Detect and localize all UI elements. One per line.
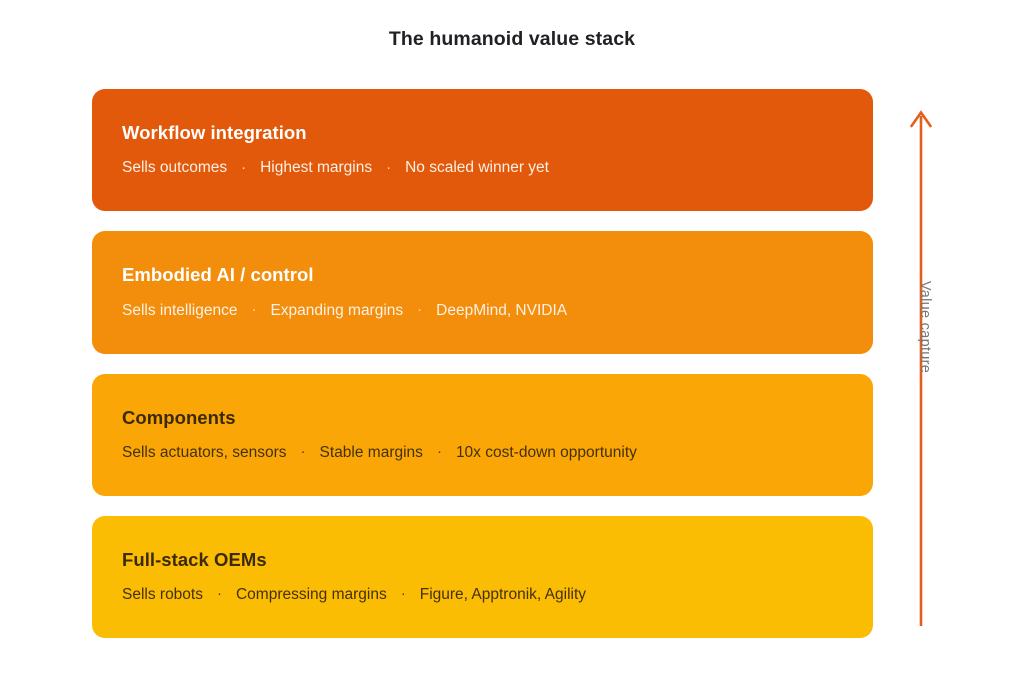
- stack-layer-full-stack-oems[interactable]: Full-stack OEMs Sells robots · Compressi…: [92, 515, 873, 638]
- bullet-separator-icon: ·: [436, 443, 442, 461]
- layer-fact: Figure, Apptronik, Agility: [419, 586, 587, 604]
- layer-facts: Sells outcomes · Highest margins · No sc…: [122, 159, 873, 178]
- stack-layer-components[interactable]: Components Sells actuators, sensors · St…: [92, 373, 873, 496]
- bullet-separator-icon: ·: [251, 300, 257, 318]
- layer-title: Components: [122, 406, 236, 428]
- layer-title: Workflow integration: [122, 122, 307, 144]
- stack-layer-workflow-integration[interactable]: Workflow integration Sells outcomes · Hi…: [92, 89, 873, 212]
- layer-fact: 10x cost-down opportunity: [455, 443, 637, 461]
- layer-title: Embodied AI / control: [122, 264, 314, 286]
- layer-facts: Sells actuators, sensors · Stable margin…: [122, 443, 873, 463]
- bullet-separator-icon: ·: [386, 158, 392, 176]
- bullet-separator-icon: ·: [300, 443, 306, 461]
- bullet-separator-icon: ·: [241, 158, 247, 176]
- layer-fact: Sells actuators, sensors: [122, 443, 287, 461]
- page-title: The humanoid value stack: [388, 28, 636, 50]
- layer-fact: DeepMind, NVIDIA: [436, 301, 568, 319]
- layer-facts: Sells intelligence · Expanding margins ·…: [122, 300, 873, 321]
- layer-facts: Sells robots · Compressing margins · Fig…: [122, 585, 873, 605]
- layer-fact: Expanding margins: [270, 301, 404, 319]
- layer-fact: Compressing margins: [235, 586, 387, 604]
- layer-fact: Stable margins: [319, 443, 423, 461]
- layer-fact: Highest margins: [260, 159, 373, 177]
- value-capture-axis: [905, 108, 937, 626]
- bullet-separator-icon: ·: [400, 585, 406, 603]
- stack-layer-embodied-ai-control[interactable]: Embodied AI / control Sells intelligence…: [92, 231, 873, 354]
- bullet-separator-icon: ·: [417, 300, 423, 318]
- layer-fact: Sells outcomes: [122, 159, 228, 177]
- layer-fact: Sells intelligence: [122, 301, 238, 319]
- bullet-separator-icon: ·: [216, 585, 222, 603]
- layer-fact: Sells robots: [122, 586, 203, 604]
- layer-title: Full-stack OEMs: [122, 548, 267, 570]
- up-arrow-icon: [910, 110, 932, 626]
- layer-fact: No scaled winner yet: [405, 159, 549, 177]
- layer-stack: Workflow integration Sells outcomes · Hi…: [92, 89, 873, 638]
